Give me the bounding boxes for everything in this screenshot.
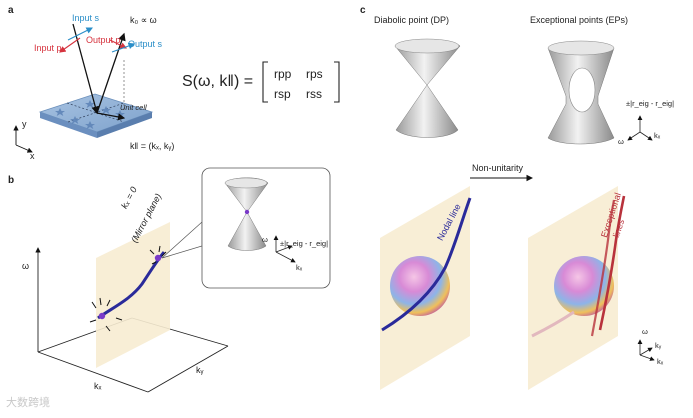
k0-relation-label: k₀ ∝ ω: [130, 16, 157, 25]
smatrix-lhs: S(ω, k‖) =: [182, 74, 253, 90]
watermark: 大数跨境: [6, 398, 50, 409]
bottom-omega-label: ω: [642, 328, 648, 336]
bottom-axes-c: [640, 340, 654, 360]
ep-kx-label: kₓ: [654, 132, 660, 140]
panel-letter-c: c: [360, 6, 366, 16]
dp-cone-c: [395, 39, 460, 138]
ep-axes-c: [628, 116, 652, 140]
axis-x-label-a: x: [30, 152, 35, 161]
output-p-label: Output p: [86, 36, 121, 45]
inset-omega-label: ω: [262, 236, 268, 244]
ep-title: Exceptional points (EPs): [530, 16, 628, 25]
panel-letter-b: b: [8, 176, 14, 186]
bottom-ky-label: kᵧ: [655, 342, 661, 350]
k-parallel-label: k‖ = (kₓ, kᵧ): [130, 142, 174, 151]
input-p-label: Input p: [34, 44, 62, 53]
ep-r-label: ±|r_eig - r_eig|: [626, 100, 674, 108]
unit-cell-slab: [40, 94, 152, 138]
smatrix-rss: rss: [306, 88, 322, 100]
axis-kx-label-b: kₓ: [94, 382, 101, 391]
ep-surface-c: [548, 41, 614, 144]
output-s-label: Output s: [128, 40, 162, 49]
axis-omega-label-b: ω: [22, 262, 29, 271]
smatrix-rpp: rpp: [274, 68, 291, 80]
input-s-label: Input s: [72, 14, 99, 23]
axis-y-label-a: y: [22, 120, 27, 129]
bottom-kx-label: kₓ: [657, 358, 663, 366]
panel-letter-a: a: [8, 6, 14, 16]
inset-kx-label: kₓ: [296, 264, 302, 272]
dp-title: Diabolic point (DP): [374, 16, 449, 25]
axis-ky-label-b: kᵧ: [196, 366, 203, 375]
smatrix-rps: rps: [306, 68, 323, 80]
xy-axes-a: [16, 126, 32, 152]
dp-marker-upper: [155, 255, 161, 261]
inset-r-label: ±|r_eig - r_eig|: [280, 240, 328, 248]
ep-omega-label: ω: [618, 138, 624, 146]
smatrix-rsp: rsp: [274, 88, 291, 100]
dp-marker-lower: [99, 313, 105, 319]
unit-cell-label: Unit cell: [120, 104, 147, 112]
sphere-c-left: [390, 256, 450, 316]
non-unitarity-label: Non-unitarity: [472, 164, 523, 173]
